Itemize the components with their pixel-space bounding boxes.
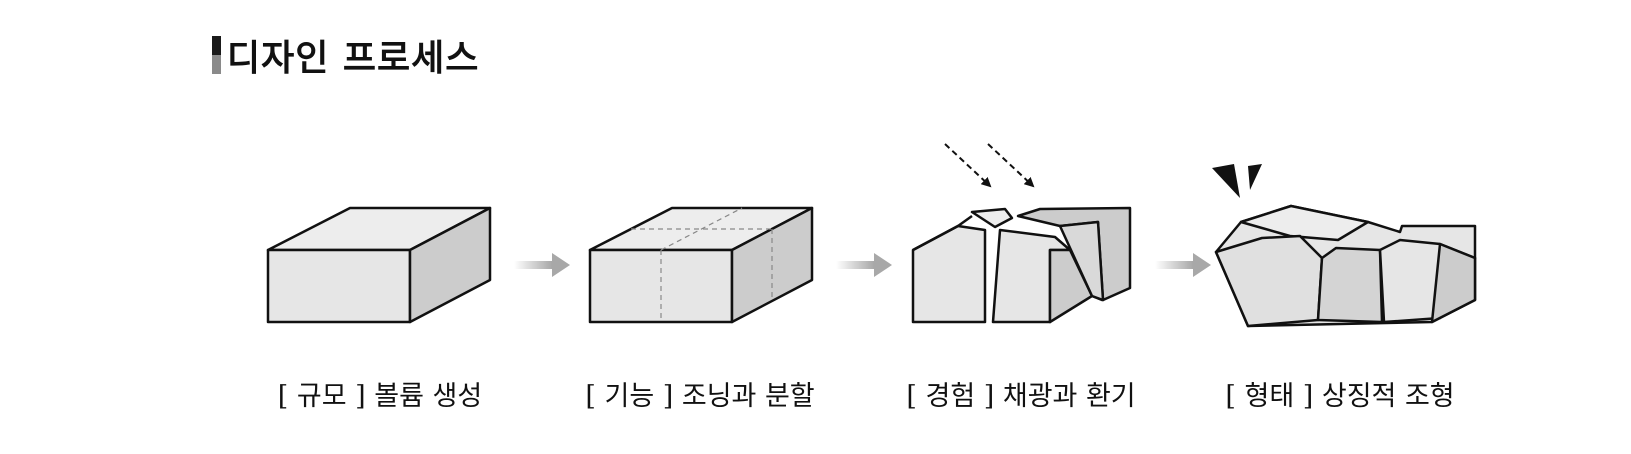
step-label-experience: [ 경험 ] 채광과 환기 bbox=[906, 381, 1136, 412]
step-label-form: [ 형태 ] 상징적 조형 bbox=[1225, 381, 1455, 412]
emphasis-mark-icon bbox=[1212, 164, 1262, 198]
step-label-function: [ 기능 ] 조닝과 분할 bbox=[585, 381, 815, 412]
zoned-box-icon bbox=[588, 206, 814, 324]
section-header: 디자인 프로세스 bbox=[212, 32, 480, 79]
title-marker-icon bbox=[212, 36, 221, 74]
fractured-box-icon bbox=[911, 206, 1132, 324]
step-label-scale: [ 규모 ] 볼륨 생성 bbox=[277, 381, 483, 412]
sunlight-arrow-icon bbox=[944, 143, 1035, 188]
process-arrow-icon bbox=[1155, 253, 1211, 277]
sculpted-form-icon bbox=[1214, 204, 1477, 328]
process-arrow-icon bbox=[836, 253, 892, 277]
page-title: 디자인 프로세스 bbox=[227, 37, 480, 79]
process-arrow-icon bbox=[514, 253, 570, 277]
volume-box-icon bbox=[266, 206, 492, 324]
